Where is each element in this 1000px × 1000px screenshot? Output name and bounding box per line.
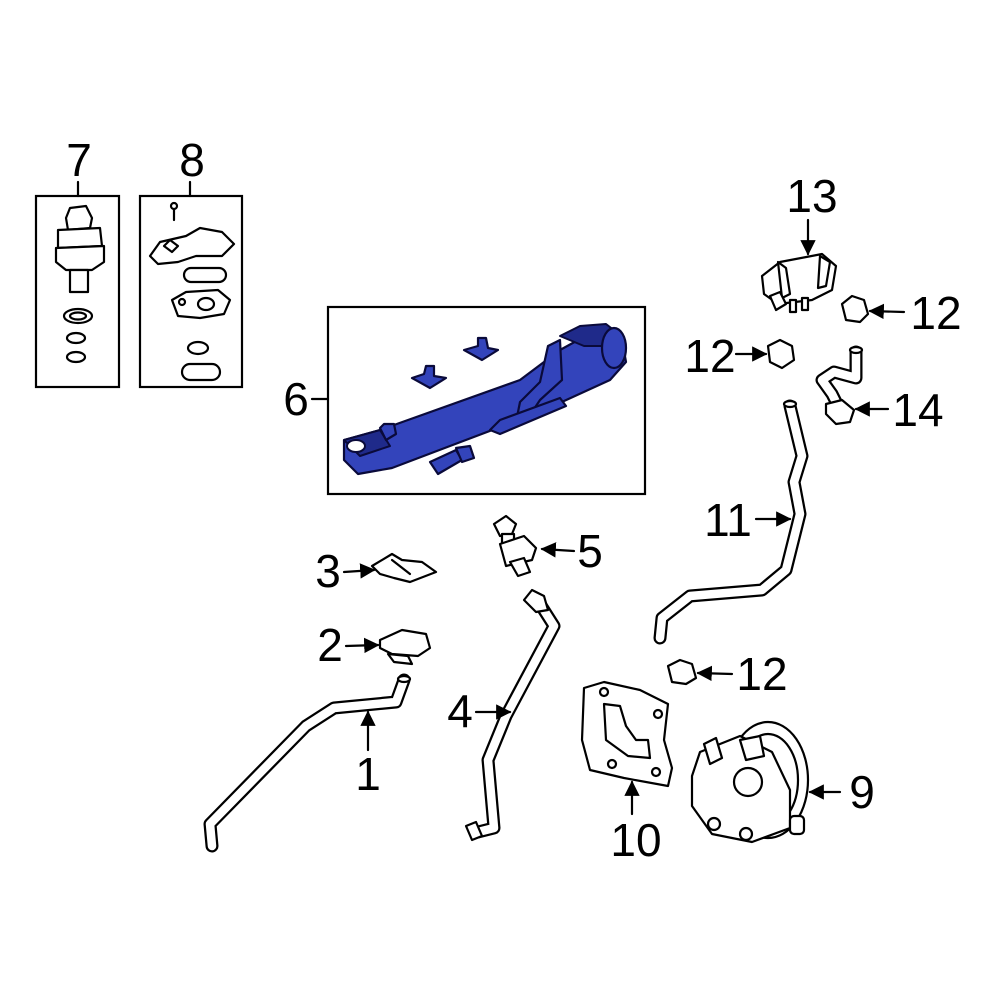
part-7-sensor-icon: [54, 204, 106, 364]
callout-14: 14: [892, 384, 943, 436]
callout-5: 5: [577, 525, 603, 577]
part-5-group[interactable]: 5: [492, 514, 603, 578]
callout-9: 9: [849, 766, 875, 818]
part-12-clamp-icon: [840, 294, 870, 324]
part-2-bracket-icon: [378, 628, 432, 666]
part-10-bracket-icon: [580, 680, 674, 788]
callout-2: 2: [317, 619, 343, 671]
part-8-housing-icon: [148, 201, 236, 382]
part-12-group-middle[interactable]: 12: [684, 330, 796, 382]
part-14-group[interactable]: 14: [815, 345, 944, 436]
part-12-group-lower[interactable]: 12: [666, 648, 788, 700]
part-12-clamp-icon: [666, 658, 698, 686]
callout-1: 1: [355, 748, 381, 800]
callout-3: 3: [315, 545, 341, 597]
callout-10: 10: [610, 814, 661, 866]
part-12-clamp-icon: [766, 338, 796, 370]
callout-6: 6: [283, 373, 309, 425]
part-7-group[interactable]: 7: [34, 134, 121, 389]
part-10-group[interactable]: 10: [580, 680, 674, 866]
part-2-group[interactable]: 2: [317, 619, 432, 671]
part-5-arrow: [540, 542, 576, 558]
part-9-pump-icon: [690, 720, 810, 844]
part-13-group[interactable]: 13: [760, 170, 838, 314]
part-3-arrow: [342, 563, 376, 579]
callout-12-middle: 12: [684, 330, 735, 382]
callout-4: 4: [447, 685, 473, 737]
part-5-sensor-icon: [492, 514, 538, 578]
part-8-group[interactable]: 8: [138, 134, 244, 389]
part-6-group[interactable]: 6: [283, 305, 647, 496]
callout-12-lower: 12: [736, 648, 787, 700]
part-4-group[interactable]: 4: [447, 588, 561, 842]
callout-13: 13: [786, 170, 837, 222]
part-11-group[interactable]: 11: [653, 399, 809, 645]
callout-11: 11: [704, 494, 752, 546]
part-9-group[interactable]: 9: [690, 720, 875, 844]
callout-8: 8: [179, 134, 205, 186]
part-13-solenoid-icon: [760, 252, 838, 314]
part-6-cooler-icon: [342, 323, 628, 476]
callout-7: 7: [66, 134, 92, 186]
callout-12-upper-right: 12: [910, 287, 961, 339]
part-12-group-upper-right[interactable]: 12: [840, 287, 962, 339]
part-2-arrow: [344, 637, 380, 654]
part-12-arrow-1: [868, 303, 906, 320]
part-3-group[interactable]: 3: [315, 545, 438, 597]
part-6-box: [326, 305, 647, 496]
part-1-group[interactable]: 1: [203, 673, 412, 853]
part-12-arrow-3: [696, 665, 734, 682]
